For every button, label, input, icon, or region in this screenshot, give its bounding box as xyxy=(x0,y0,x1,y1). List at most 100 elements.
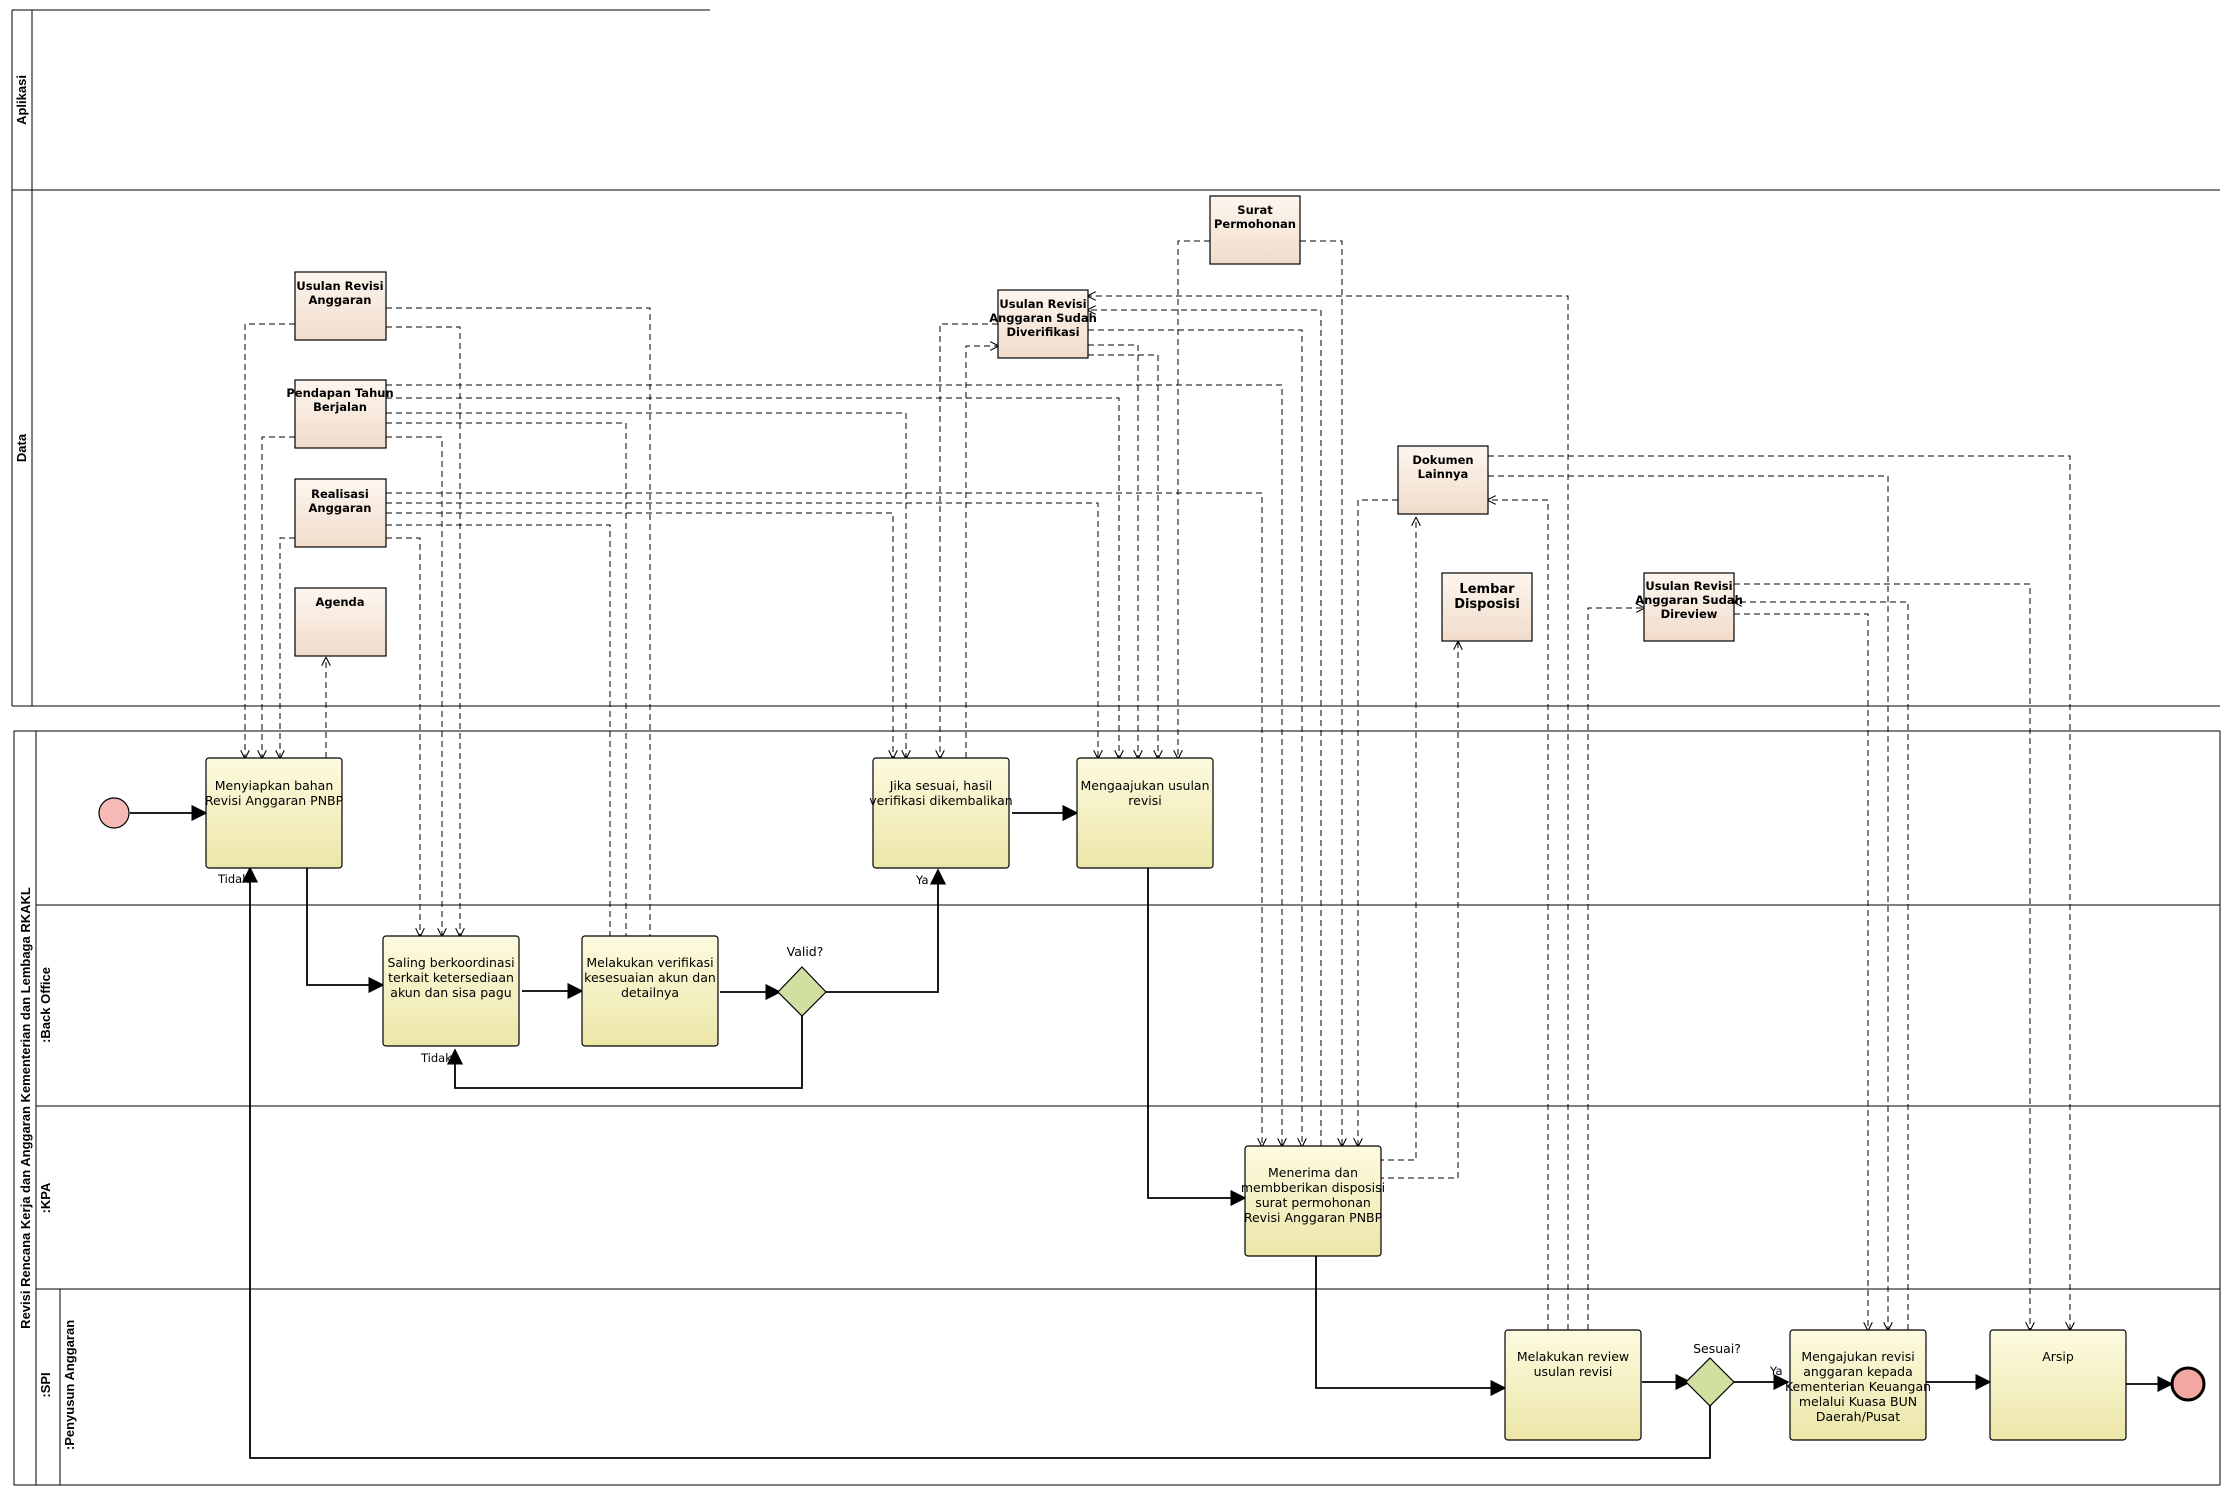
data-agenda-text-1: Agenda xyxy=(315,595,364,609)
task-koordinasi-text-2: terkait ketersediaan xyxy=(388,970,514,985)
task-review-text-2: usulan revisi xyxy=(1534,1364,1613,1379)
task-verifikasi-text-3: detailnya xyxy=(621,985,679,1000)
data-diverifikasi-text-1: Usulan Revisi xyxy=(999,297,1086,311)
data-diverifikasi-text-3: Diverifikasi xyxy=(1006,325,1079,339)
task-menyiapkan-text-1: Menyiapkan bahan xyxy=(215,778,334,793)
task-arsip-text-1: Arsip xyxy=(2042,1349,2074,1364)
data-pendapatan-text-2: Berjalan xyxy=(313,400,367,414)
gateway-valid[interactable]: Valid? xyxy=(777,944,827,1017)
task-koordinasi[interactable] xyxy=(382,935,520,1047)
task-menerima-text-2: membberikan disposisi xyxy=(1241,1180,1385,1195)
data-associations xyxy=(245,240,2070,1330)
label-tidak-top: Tidak xyxy=(217,872,249,886)
data-direview[interactable] xyxy=(1643,572,1735,642)
data-realisasi-text-1: Realisasi xyxy=(311,487,369,501)
task-menerima-text-4: Revisi Anggaran PNBP xyxy=(1244,1210,1383,1225)
svg-text:Arsip: Arsip xyxy=(2042,1349,2074,1364)
task-verifikasi[interactable] xyxy=(581,935,719,1047)
task-jika-sesuai[interactable] xyxy=(872,757,1010,869)
data-surat-text-2: Permohonan xyxy=(1214,217,1296,231)
task-mengajukan-usulan[interactable] xyxy=(1076,757,1214,869)
lane-spi-label: :SPI xyxy=(38,1372,53,1397)
pool-rkakl: Revisi Rencana Kerja dan Anggaran Kement… xyxy=(13,730,2221,1486)
lane-back-office-label: :Back Office xyxy=(38,967,53,1043)
task-menyiapkan[interactable] xyxy=(205,757,343,869)
data-realisasi-text-2: Anggaran xyxy=(309,501,372,515)
lane-data-label: Data xyxy=(14,433,29,462)
end-event[interactable] xyxy=(2170,1366,2206,1402)
task-mengajukan-kemenkeu-text-4: melalui Kuasa BUN xyxy=(1799,1394,1917,1409)
data-diverifikasi[interactable] xyxy=(997,289,1089,359)
task-mengajukan-kemenkeu-text-5: Daerah/Pusat xyxy=(1816,1409,1900,1424)
task-verifikasi-text-2: kesesuaian akun dan xyxy=(584,970,716,985)
lane-data: Data xyxy=(11,190,2220,707)
task-jika-sesuai-text-2: verifikasi dikembalikan xyxy=(869,793,1012,808)
task-review[interactable] xyxy=(1504,1329,1642,1441)
task-mengajukan-usulan-text-2: revisi xyxy=(1128,793,1161,808)
label-tidak-bottom: Tidak xyxy=(420,1051,452,1065)
task-review-text-1: Melakukan review xyxy=(1517,1349,1629,1364)
data-dokumen-text-2: Lainnya xyxy=(1418,467,1469,481)
data-surat[interactable] xyxy=(1209,195,1301,265)
svg-text:Agenda: Agenda xyxy=(315,595,364,609)
data-diverifikasi-text-2: Anggaran Sudah xyxy=(989,311,1097,325)
gateway-sesuai-label: Sesuai? xyxy=(1693,1341,1741,1356)
gateway-valid-label: Valid? xyxy=(787,944,824,959)
data-dokumen-text-1: Dokumen xyxy=(1412,453,1473,467)
gateway-sesuai[interactable]: Sesuai? xyxy=(1685,1341,1741,1407)
task-menyiapkan-text-2: Revisi Anggaran PNBP xyxy=(205,793,344,808)
data-disposisi-text-2: Disposisi xyxy=(1454,597,1520,612)
data-direview-text-1: Usulan Revisi xyxy=(1645,579,1732,593)
task-jika-sesuai-text-1: Jika sesuai, hasil xyxy=(889,778,993,793)
data-disposisi[interactable] xyxy=(1441,572,1533,642)
label-ya-right: Ya xyxy=(1769,1364,1783,1378)
task-mengajukan-kemenkeu[interactable] xyxy=(1789,1329,1927,1441)
task-koordinasi-text-3: akun dan sisa pagu xyxy=(390,985,511,1000)
task-verifikasi-text-1: Melakukan verifikasi xyxy=(586,955,713,970)
task-mengajukan-kemenkeu-text-1: Mengajukan revisi xyxy=(1801,1349,1914,1364)
data-direview-text-2: Anggaran Sudah xyxy=(1635,593,1743,607)
data-usulan-revisi-text-2: Anggaran xyxy=(309,293,372,307)
data-usulan-revisi[interactable] xyxy=(294,271,387,341)
data-agenda[interactable] xyxy=(294,587,387,657)
label-ya-top: Ya xyxy=(915,873,929,887)
lane-penyusun-label: :Penyusun Anggaran xyxy=(62,1320,77,1450)
data-disposisi-text-1: Lembar xyxy=(1459,582,1515,597)
data-pendapatan-text-1: Pendapan Tahun xyxy=(286,386,393,400)
lane-aplikasi-label: Aplikasi xyxy=(14,75,29,125)
task-koordinasi-text-1: Saling berkoordinasi xyxy=(387,955,514,970)
task-mengajukan-kemenkeu-text-2: anggaran kepada xyxy=(1803,1364,1912,1379)
data-usulan-revisi-text-1: Usulan Revisi xyxy=(296,279,383,293)
data-pendapatan[interactable] xyxy=(294,379,387,449)
task-menerima-text-3: surat permohonan xyxy=(1255,1195,1371,1210)
task-arsip[interactable] xyxy=(1989,1329,2127,1441)
task-menerima-text-1: Menerima dan xyxy=(1268,1165,1358,1180)
data-direview-text-3: Direview xyxy=(1661,607,1718,621)
start-event[interactable] xyxy=(98,797,130,829)
data-dokumen[interactable] xyxy=(1397,445,1489,515)
task-mengajukan-kemenkeu-text-3: Kementerian Keuangan xyxy=(1785,1379,1931,1394)
data-realisasi[interactable] xyxy=(294,478,387,548)
pool-label: Revisi Rencana Kerja dan Anggaran Kement… xyxy=(18,887,33,1329)
task-menerima[interactable] xyxy=(1244,1145,1382,1257)
task-mengajukan-usulan-text-1: Mengaajukan usulan xyxy=(1080,778,1209,793)
